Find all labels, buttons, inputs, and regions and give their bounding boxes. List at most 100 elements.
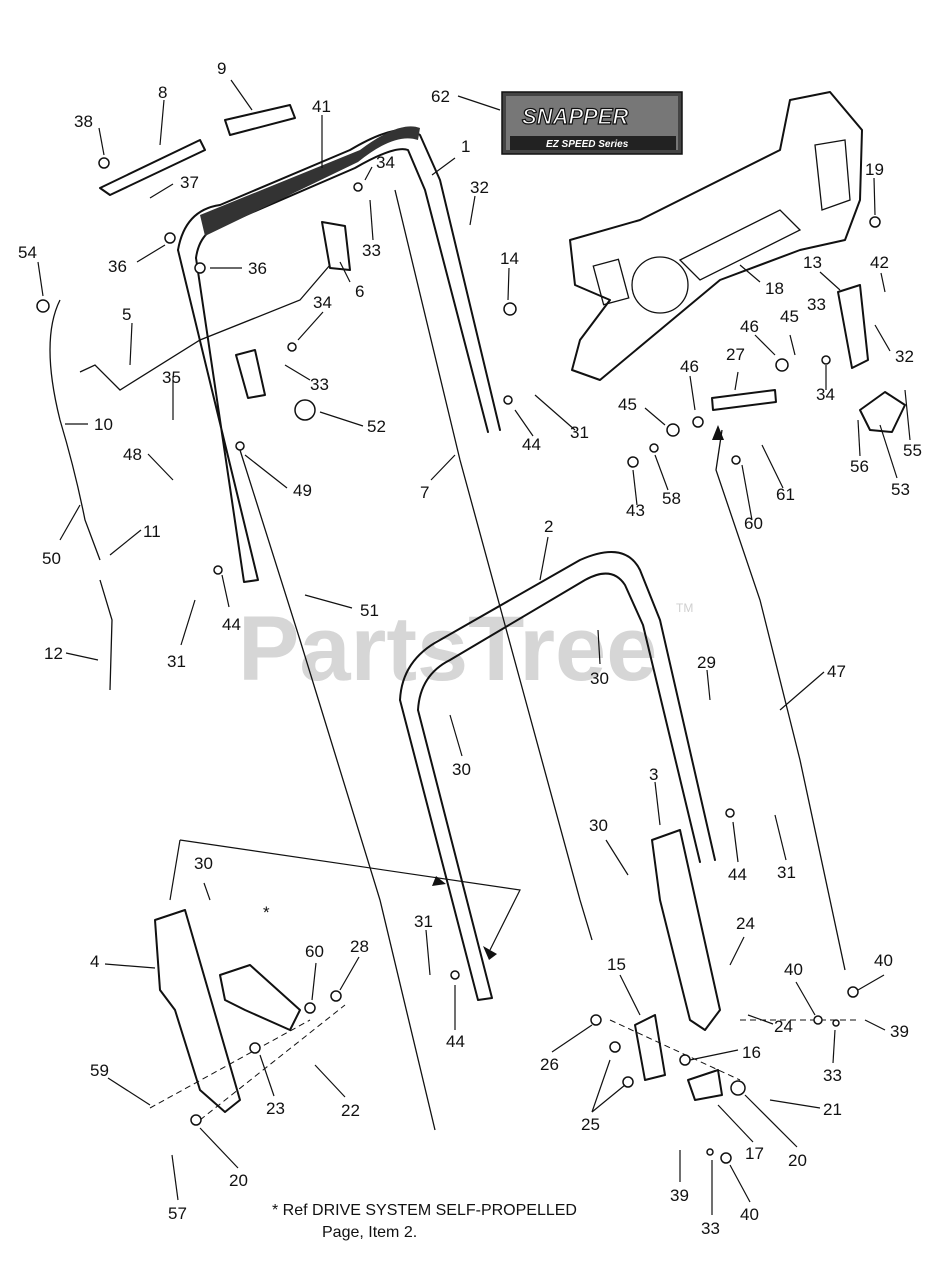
callout-label: 9 bbox=[217, 59, 226, 78]
guide-line bbox=[149, 1019, 311, 1109]
callout-label: 8 bbox=[158, 83, 167, 102]
callout-label: 17 bbox=[745, 1144, 764, 1163]
callout-label: 21 bbox=[823, 1100, 842, 1119]
rod-5 bbox=[79, 264, 331, 391]
callout-label: 10 bbox=[94, 415, 113, 434]
bracket-4-part bbox=[154, 909, 241, 1113]
callout-label: 60 bbox=[305, 942, 324, 961]
callout-label: 32 bbox=[470, 178, 489, 197]
callout-label: 51 bbox=[360, 601, 379, 620]
callout-label: 53 bbox=[891, 480, 910, 499]
callout-label: 30 bbox=[194, 854, 213, 873]
cable-51 bbox=[239, 449, 436, 1131]
callout-label: 44 bbox=[446, 1032, 465, 1051]
callout-label: 33 bbox=[823, 1066, 842, 1085]
callout-label: 62 bbox=[431, 87, 450, 106]
callout-label: 60 bbox=[744, 514, 763, 533]
callout-label: 40 bbox=[874, 951, 893, 970]
bracket-17 bbox=[687, 1069, 723, 1101]
watermark-text: PartsTree bbox=[238, 598, 657, 700]
callout-label: 14 bbox=[500, 249, 519, 268]
callout-label: 59 bbox=[90, 1061, 109, 1080]
lower-handle-part bbox=[399, 551, 716, 1001]
callout-labels: 8 9 41 62 1 38 37 34 32 19 36 36 33 54 6… bbox=[18, 59, 922, 1238]
callout-label: 46 bbox=[680, 357, 699, 376]
callout-label: 35 bbox=[162, 368, 181, 387]
snapper-logo: SNAPPER EZ SPEED Series bbox=[501, 91, 683, 155]
bracket-3-part bbox=[651, 829, 721, 1031]
callout-label: 50 bbox=[42, 549, 61, 568]
callout-label: 1 bbox=[461, 137, 470, 156]
callout-label: 44 bbox=[222, 615, 241, 634]
callout-label: 36 bbox=[248, 259, 267, 278]
callout-label: 57 bbox=[168, 1204, 187, 1223]
hardware-parts bbox=[36, 157, 881, 1164]
callout-label: 31 bbox=[777, 863, 796, 882]
callout-label: 43 bbox=[626, 501, 645, 520]
callout-label: 7 bbox=[420, 483, 429, 502]
callout-label: 13 bbox=[803, 253, 822, 272]
lever-8 bbox=[99, 139, 206, 196]
bracket-13 bbox=[837, 284, 869, 369]
callout-label: 45 bbox=[780, 307, 799, 326]
callout-label: 31 bbox=[167, 652, 186, 671]
callout-label: 34 bbox=[816, 385, 835, 404]
callout-label: 47 bbox=[827, 662, 846, 681]
footnote: * Ref DRIVE SYSTEM SELF-PROPELLED Page, … bbox=[272, 1200, 577, 1244]
callout-label: 36 bbox=[108, 257, 127, 276]
callout-label: 30 bbox=[452, 760, 471, 779]
callout-label: 33 bbox=[310, 375, 329, 394]
callout-label: 44 bbox=[728, 865, 747, 884]
footnote-line-2: Page, Item 2. bbox=[322, 1224, 418, 1241]
callout-label: 24 bbox=[736, 914, 755, 933]
callout-label: 28 bbox=[350, 937, 369, 956]
callout-label: 38 bbox=[74, 112, 93, 131]
callout-label: 48 bbox=[123, 445, 142, 464]
callout-label: 52 bbox=[367, 417, 386, 436]
callout-label: 32 bbox=[895, 347, 914, 366]
callout-label: 4 bbox=[90, 952, 99, 971]
reference-arrows bbox=[169, 839, 521, 960]
callout-label: 44 bbox=[522, 435, 541, 454]
plate-27 bbox=[711, 389, 777, 411]
callout-label: 20 bbox=[788, 1151, 807, 1170]
grip-9 bbox=[224, 104, 296, 136]
callout-label: 37 bbox=[180, 173, 199, 192]
guide-line bbox=[199, 1004, 346, 1121]
callout-label: 40 bbox=[784, 960, 803, 979]
callout-label: 30 bbox=[590, 669, 609, 688]
callout-label: 11 bbox=[143, 522, 161, 541]
bracket-15 bbox=[634, 1014, 666, 1081]
callout-label: 42 bbox=[870, 253, 889, 272]
asterisk-mark: * bbox=[263, 903, 270, 922]
cable-10 bbox=[49, 299, 101, 561]
callout-label: 15 bbox=[607, 955, 626, 974]
callout-label: 61 bbox=[776, 485, 795, 504]
cable-7 bbox=[394, 189, 593, 941]
callout-label: 33 bbox=[701, 1219, 720, 1238]
callout-label: 39 bbox=[670, 1186, 689, 1205]
callout-label: 18 bbox=[765, 279, 784, 298]
logo-brand: SNAPPER bbox=[522, 104, 628, 129]
callout-label: 30 bbox=[589, 816, 608, 835]
callout-label: 56 bbox=[850, 457, 869, 476]
callout-label: 27 bbox=[726, 345, 745, 364]
callout-label: 26 bbox=[540, 1055, 559, 1074]
callout-label: 46 bbox=[740, 317, 759, 336]
logo-series: EZ SPEED Series bbox=[546, 139, 629, 150]
guide-line bbox=[609, 1019, 741, 1081]
callout-label: 6 bbox=[355, 282, 364, 301]
callout-label: 33 bbox=[362, 241, 381, 260]
rod-47 bbox=[715, 429, 846, 971]
bracket-6 bbox=[321, 221, 351, 271]
bracket-49 bbox=[235, 349, 266, 399]
callout-label: 3 bbox=[649, 765, 658, 784]
callout-label: 34 bbox=[313, 293, 332, 312]
callout-label: 31 bbox=[570, 423, 589, 442]
callout-label: 16 bbox=[742, 1043, 761, 1062]
callout-label: 19 bbox=[865, 160, 884, 179]
callout-label: 2 bbox=[544, 517, 553, 536]
callout-label: 58 bbox=[662, 489, 681, 508]
callout-label: 29 bbox=[697, 653, 716, 672]
